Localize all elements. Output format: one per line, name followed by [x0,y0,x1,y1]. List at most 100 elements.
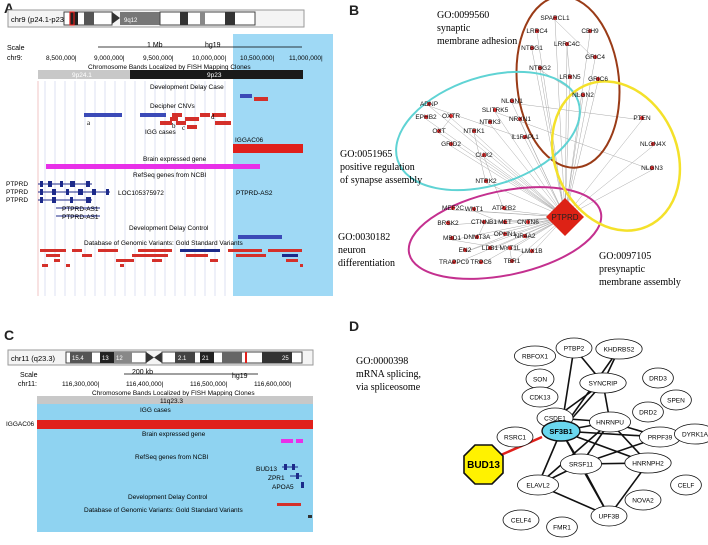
brain-gene-label: Brain expressed gene [143,156,207,163]
assembly: hg19 [205,42,221,49]
dgv-c: Database of Genomic Variants: Gold Stand… [84,507,243,514]
ideo-band-c-5: 21 [202,356,209,362]
protein-node [502,509,540,531]
ideogram-band [70,352,92,363]
gene-node-label: CBH9 [581,28,599,35]
protein-node [514,345,557,367]
ideo-band-c-3: 12 [116,356,123,362]
network-edge [464,216,566,253]
gene-node-label: NTBG1 [521,45,543,52]
dev-delay-case-label: Development Delay Case [150,84,224,91]
sf3b1-hub [541,420,581,442]
protein-node [595,338,643,360]
gene-node-label: ATP2B2 [492,205,516,212]
chr-label-c: chr11: [18,381,37,388]
protein-node [632,401,664,423]
protein-node [670,474,702,496]
ellipse-go-0030182 [407,186,603,280]
go-term-3-id: GO:0030182 [338,232,390,243]
ideogram-band [120,12,160,25]
gene-node-label: IL1RAPL1 [511,135,539,141]
network-b-nodes: SPARCL1CBH9LRRC4LRRC4CGRIC4NTBG1NTBG2LRR… [415,15,666,266]
tick-2: 9,000,000| [94,55,125,62]
gene-node-label: OXTR [442,113,460,120]
protein-node-label: ELAVL2 [526,483,550,490]
bands-track-label: Chromosome Bands Localized by FISH Mappi… [88,64,251,71]
igg-cases-label: IGG cases [145,129,176,136]
gene-node-label: NR4A2 [515,233,536,240]
gene-node-label: TRPC6 [470,259,492,266]
gene-node-label: PTEN [633,115,651,122]
network-edge [473,132,566,218]
protein-node [624,452,672,474]
gene-node-dot [510,99,514,103]
protein-node [546,516,578,538]
gene-node-dot [437,129,441,133]
network-edge [425,118,566,218]
gene-node-dot [450,236,454,240]
gene-loc105375972: LOC105375972 [118,190,164,197]
scale-label: Scale [7,45,25,52]
protein-node [579,372,627,394]
chr-label: chr9: [7,55,23,62]
ideogram-band [225,12,235,25]
protein-node-label: CELF [678,483,695,490]
gene-node-dot [568,75,572,79]
gene-node-dot [449,142,453,146]
network-edge [554,19,596,60]
gene-node-dot [452,260,456,264]
network-edge [473,210,506,225]
gene-node-dot [479,260,483,264]
gene-node-dot [482,220,486,224]
brain-gene-c: Brain expressed gene [142,431,206,438]
network-edge [494,111,566,218]
gene-node-dot [651,142,655,146]
go-d-desc2: via spliceosome [356,382,421,393]
band-11q23 [37,396,313,404]
bud13-exon [292,464,295,470]
network-edge [483,156,505,211]
ellipse-go-0051965 [395,70,581,192]
network-edge [511,102,643,121]
protein-node [660,389,692,411]
gene-node-label: NTRK2 [475,178,497,185]
protein-node-label: RBFOX1 [522,354,548,361]
gene-node-dot [503,232,507,236]
ideogram-marker [69,11,75,26]
gene-node-label: NLGN3 [641,165,663,172]
centromere [112,12,120,24]
gene-node-dot [472,129,476,133]
gene-node-dot [518,117,522,121]
gene-node-label: BRSK2 [437,220,459,227]
gene-node-dot [427,102,431,106]
gene-node-dot [482,153,486,157]
tick-c-1: 116,300,000| [62,381,100,388]
ideogram-band [114,352,132,363]
chrom-label: chr9 (p24.1-p23) [11,15,67,24]
ideogram-band [262,352,292,363]
network-edge [524,138,566,218]
refseq-label: RefSeq genes from NCBI [133,172,207,179]
go-term-4-desc1: presynaptic [599,264,646,275]
gene-node-dot [538,66,542,70]
network-edge [451,216,566,241]
go-term-2-desc2: of synapse assembly [340,175,422,186]
tick-3: 9,500,000| [143,55,174,62]
tick-6: 11,000,000| [289,55,323,62]
gene-node-label: OPHN1 [494,231,517,238]
gene-node-dot [484,179,488,183]
protein-node-label: SYNCRIP [589,381,618,388]
network-edge [564,80,599,218]
iggac06-c: IGGAC06 [6,421,35,428]
ideo-band-label: 9q12 [124,18,138,24]
gene-node-dot [488,246,492,250]
gene-node-dot [530,249,534,253]
ideo-band-c-6: 25 [282,356,289,362]
refseq-gene-models [38,183,110,217]
bud13-label: BUD13 [467,460,500,471]
go-term-1-id: GO:0099560 [437,10,489,21]
band-left-label: 9p24.1 [72,72,92,79]
tick-c-3: 116,500,000| [190,381,228,388]
go-d-desc1: mRNA splicing, [356,369,421,380]
